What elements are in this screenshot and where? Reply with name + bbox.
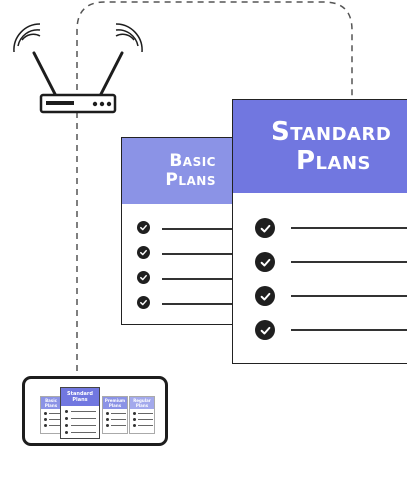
checkmark-icon (137, 271, 150, 284)
basic-feature-line (162, 278, 242, 280)
checkmark-icon (255, 286, 275, 306)
mini-regular-title-line1: Regular (133, 398, 151, 403)
mini-regular-plan-card: Regular Plans (129, 396, 155, 434)
mini-standard-plan-card: Standard Plans (60, 387, 100, 439)
standard-plan-title-line1: Standard (271, 116, 392, 147)
mini-premium-title-line1: Premium (104, 398, 126, 403)
standard-feature-line (291, 261, 407, 263)
checkmark-icon (137, 296, 150, 309)
mini-standard-title-line2: Plans (72, 397, 88, 403)
basic-feature-line (162, 228, 242, 230)
standard-feature-line (291, 295, 407, 297)
smartphone-icon: Basic Plans Standard Plans Premium Plans… (22, 376, 168, 446)
mini-standard-title-line1: Standard (67, 391, 93, 397)
basic-feature-line (162, 253, 242, 255)
router-icon (13, 23, 143, 114)
mini-premium-plan-card: Premium Plans (102, 396, 128, 434)
standard-plan-card[interactable]: Standard Plans (232, 99, 407, 364)
checkmark-icon (137, 221, 150, 234)
standard-plan-header: Standard Plans (233, 100, 407, 193)
basic-plan-card[interactable]: Basic Plans (121, 137, 242, 325)
network-connection-path (76, 1, 353, 112)
basic-feature-line (162, 303, 242, 305)
standard-feature-line (291, 227, 407, 229)
mini-basic-title-line2: Plans (44, 403, 58, 408)
basic-plan-header: Basic Plans (122, 138, 238, 204)
checkmark-icon (137, 246, 150, 259)
checkmark-icon (255, 218, 275, 238)
mini-premium-title-line2: Plans (108, 403, 122, 408)
standard-plan-title-line2: Plans (296, 145, 371, 176)
standard-feature-line (291, 329, 407, 331)
basic-plan-title-line1: Basic (169, 151, 216, 171)
basic-plan-title-line2: Plans (165, 170, 216, 190)
checkmark-icon (255, 252, 275, 272)
mini-basic-plan-card: Basic Plans (40, 396, 62, 434)
mini-basic-title-line1: Basic (45, 398, 57, 403)
mini-regular-title-line2: Plans (135, 403, 149, 408)
checkmark-icon (255, 320, 275, 340)
